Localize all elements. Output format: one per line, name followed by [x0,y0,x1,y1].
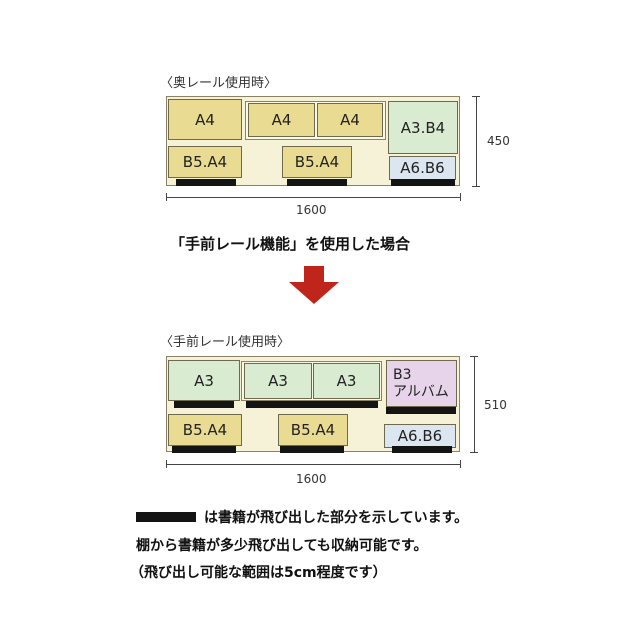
top-overhang-bar-2 [287,179,347,186]
bottom-overhang-bar-b3 [386,407,456,414]
bottom-box-a6b6: A6.B6 [384,424,456,448]
bottom-overhang-bar-a6b6 [392,446,452,453]
bottom-overhang-bar-a3-1 [174,401,234,408]
bottom-overhang-bar-b5a4-1 [172,446,236,453]
top-dim-height-line [476,96,477,186]
top-box-b5a4-2: B5.A4 [282,146,352,178]
bottom-overhang-bar-b5a4-2 [280,446,344,453]
bottom-dim-width-text: 1600 [296,472,327,486]
top-dim-height-text: 450 [487,134,510,148]
top-box-a6b6: A6.B6 [389,156,456,180]
top-dim-width-line [166,197,460,198]
top-box-a4-2: A4 [248,103,315,137]
bottom-dim-width-tick-right [460,460,461,468]
bottom-box-a3-2: A3 [244,363,312,399]
top-diagram-label: 〈奥レール使用時〉 [160,76,278,91]
note-line-3: （飛び出し可能な範囲は5cm程度です） [130,565,387,581]
top-box-a3b4: A3.B4 [388,101,458,154]
bottom-dim-height-line [474,356,475,452]
top-overhang-bar-3 [391,179,455,186]
bottom-box-b5a4-1: B5.A4 [168,414,242,446]
bottom-box-a3-1: A3 [168,360,240,401]
top-box-a4-1: A4 [168,99,242,140]
top-box-b5a4-1: B5.A4 [168,146,242,178]
top-overhang-bar-1 [176,179,236,186]
top-dim-width-tick-right [460,193,461,201]
bottom-box-b3-line2: アルバム [393,383,449,400]
legend-overhang-swatch [136,512,196,522]
bottom-dim-width-line [166,464,460,465]
bottom-dim-height-tick-bottom [470,452,478,453]
note-line-1: は書籍が飛び出した部分を示しています。 [204,510,469,526]
bottom-diagram-label: 〈手前レール使用時〉 [160,335,291,350]
bottom-box-a3-3: A3 [313,363,380,399]
bottom-overhang-bar-a3-group [246,401,378,408]
heading-front-rail: 「手前レール機能」を使用した場合 [170,235,411,253]
top-box-a4-3: A4 [317,103,383,137]
top-dim-width-text: 1600 [296,203,327,217]
bottom-dim-height-text: 510 [484,398,507,412]
down-arrow-icon [289,266,339,304]
bottom-box-b3-album: B3 アルバム [386,360,457,407]
bottom-box-b5a4-2: B5.A4 [278,414,348,446]
note-line-2: 棚から書籍が多少飛び出しても収納可能です。 [136,538,428,554]
bottom-box-b3-line1: B3 [393,366,412,383]
top-dim-height-tick-bottom [472,186,480,187]
